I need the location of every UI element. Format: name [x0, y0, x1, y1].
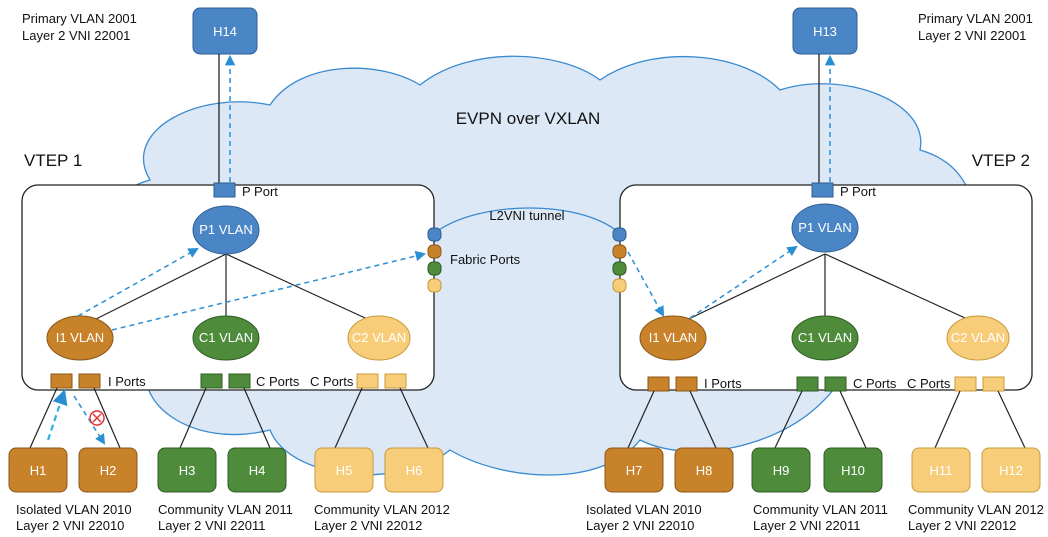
- blocked-icon: [89, 410, 105, 426]
- vtep1-fabric-ports: [427, 227, 442, 293]
- vtep2-p1-vlan: [791, 203, 859, 253]
- host-h4-label: H4: [249, 463, 266, 478]
- host-h1: [8, 447, 68, 493]
- host-h13: [792, 7, 858, 55]
- vtep2-i-ports-label: I Ports: [704, 376, 742, 391]
- vtep1-community2-info-1: Community VLAN 2012: [314, 502, 450, 517]
- host-h11-label: H11: [930, 463, 953, 478]
- flow-arrow-i1-to-p1-vtep2: [689, 245, 798, 319]
- host-h9-label: H9: [773, 463, 790, 478]
- host-h13-label: H13: [813, 24, 837, 39]
- host-h5-label: H5: [336, 463, 353, 478]
- host-h1-label: H1: [30, 463, 47, 478]
- vtep2-primary-info-line1: Primary VLAN 2001: [918, 11, 1033, 26]
- host-h5: [314, 447, 374, 493]
- vtep1-host-links: [29, 387, 429, 449]
- vtep1-c-ports-label-1: C Ports: [256, 374, 300, 389]
- flow-arrow-h1-to-iport: [46, 389, 68, 441]
- vtep2-title: VTEP 2: [972, 151, 1030, 170]
- vtep1-community2-info-2: Layer 2 VNI 22012: [314, 518, 422, 533]
- vtep2-p1-vlan-label: P1 VLAN: [798, 220, 851, 235]
- vtep1-isolated-info-1: Isolated VLAN 2010: [16, 502, 132, 517]
- vtep1-c2-vlan: [347, 315, 411, 361]
- vtep2-community2-info-1: Community VLAN 2012: [908, 502, 1044, 517]
- vtep2-fabric-ports: [612, 227, 627, 293]
- host-h7-label: H7: [626, 463, 643, 478]
- host-h4: [227, 447, 287, 493]
- cloud-label: EVPN over VXLAN: [456, 109, 601, 128]
- vtep2-hosts: [604, 447, 1041, 493]
- vtep1-primary-info-line2: Layer 2 VNI 22001: [22, 28, 130, 43]
- vtep1-c-ports-label-2: C Ports: [310, 374, 354, 389]
- vtep1-hosts: [8, 447, 444, 493]
- vtep1-p-port: [213, 182, 236, 198]
- vtep1-c1-vlan: [192, 315, 260, 361]
- vtep1-community1-info-2: Layer 2 VNI 22011: [158, 518, 265, 533]
- host-h8: [674, 447, 734, 493]
- host-h7: [604, 447, 664, 493]
- host-h12: [981, 447, 1041, 493]
- tunnel-label: L2VNI tunnel: [489, 208, 564, 223]
- vtep2-isolated-info-2: Layer 2 VNI 22010: [586, 518, 694, 533]
- vtep2-isolated-info-1: Isolated VLAN 2010: [586, 502, 702, 517]
- vtep1-p1-vlan: [192, 205, 260, 255]
- host-h3: [157, 447, 217, 493]
- host-h14: [192, 7, 258, 55]
- flow-arrow-blocked-to-h2: [73, 395, 106, 445]
- host-h2-label: H2: [100, 463, 117, 478]
- vtep2-c2-vlan: [946, 315, 1010, 361]
- vtep1-i1-vlan-label: I1 VLAN: [56, 330, 104, 345]
- vtep2-c-ports-label-2: C Ports: [907, 376, 951, 391]
- vtep2-community2-info-2: Layer 2 VNI 22012: [908, 518, 1016, 533]
- vtep2-c1-vlan: [791, 315, 859, 361]
- vtep2-community1-info-1: Community VLAN 2011: [753, 502, 888, 517]
- host-h2: [78, 447, 138, 493]
- vtep2-tree: [675, 253, 977, 326]
- vtep2-access-ports: [647, 376, 1005, 392]
- vtep1-i1-vlan: [46, 315, 114, 361]
- host-h8-label: H8: [696, 463, 713, 478]
- vtep1-access-ports: [50, 373, 407, 389]
- vtep2-c-ports-label-1: C Ports: [853, 376, 897, 391]
- vtep1-p-port-label: P Port: [242, 184, 278, 199]
- vtep1-p1-vlan-label: P1 VLAN: [199, 222, 252, 237]
- host-h6-label: H6: [406, 463, 423, 478]
- vtep1-isolated-info-2: Layer 2 VNI 22010: [16, 518, 124, 533]
- vtep2-i1-vlan: [639, 315, 707, 361]
- host-h9: [751, 447, 811, 493]
- host-h12-label: H12: [999, 463, 1023, 478]
- l2vni-tunnel: [435, 207, 619, 233]
- vtep1-title: VTEP 1: [24, 151, 82, 170]
- vtep2-host-links: [627, 390, 1026, 449]
- vtep1-c1-vlan-label: C1 VLAN: [199, 330, 253, 345]
- host-h10-label: H10: [841, 463, 865, 478]
- vtep2-i1-vlan-label: I1 VLAN: [649, 330, 697, 345]
- host-h3-label: H3: [179, 463, 196, 478]
- vtep1-tree: [83, 253, 377, 326]
- host-h6: [384, 447, 444, 493]
- vtep1-primary-info-line1: Primary VLAN 2001: [22, 11, 137, 26]
- vtep2-p-port-label: P Port: [840, 184, 876, 199]
- flow-arrow-i1-to-p1-vtep1: [77, 247, 199, 317]
- host-h11: [911, 447, 971, 493]
- fabric-ports-label: Fabric Ports: [450, 252, 521, 267]
- host-h14-label: H14: [213, 24, 237, 39]
- host-h10: [823, 447, 883, 493]
- vtep2-primary-info-line2: Layer 2 VNI 22001: [918, 28, 1026, 43]
- vtep2-community1-info-2: Layer 2 VNI 22011: [753, 518, 860, 533]
- flow-arrow-fabric-to-i1: [627, 251, 665, 317]
- vtep1-c2-vlan-label: C2 VLAN: [352, 330, 406, 345]
- vtep2-c1-vlan-label: C1 VLAN: [798, 330, 852, 345]
- vtep1-i-ports-label: I Ports: [108, 374, 146, 389]
- vtep1-community1-info-1: Community VLAN 2011: [158, 502, 293, 517]
- vtep2-c2-vlan-label: C2 VLAN: [951, 330, 1005, 345]
- vtep2-p-port: [811, 182, 834, 198]
